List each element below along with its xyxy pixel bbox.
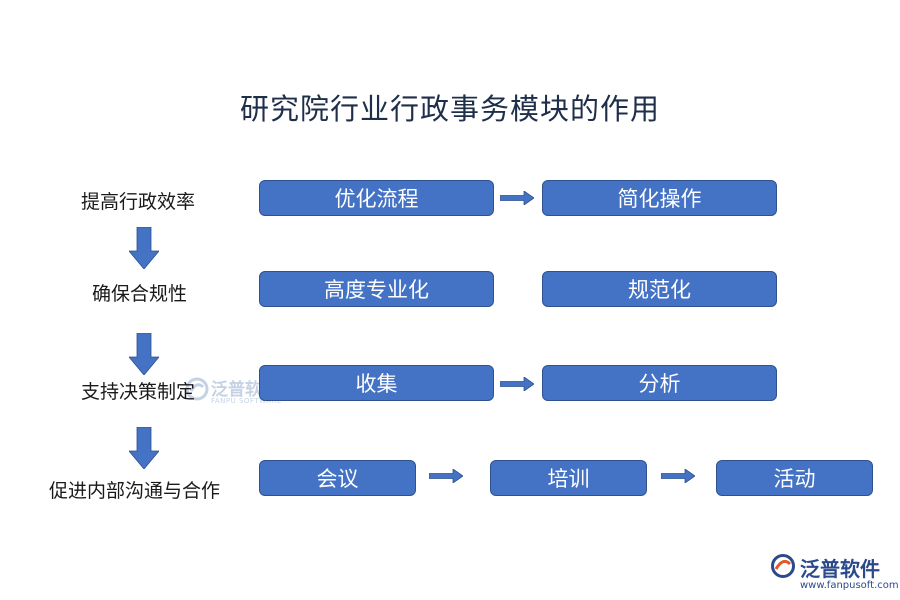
row-label-communication: 促进内部沟通与合作 bbox=[49, 480, 221, 502]
down-arrow-icon bbox=[129, 227, 159, 269]
brand-url: www.fanpusoft.com bbox=[800, 580, 899, 591]
brand-name: 泛普软件 bbox=[800, 557, 880, 581]
watermark-subtext: FANPU SOFTWARE bbox=[211, 397, 282, 405]
box-meeting: 会议 bbox=[259, 460, 416, 496]
diagram-title: 研究院行业行政事务模块的作用 bbox=[239, 92, 660, 126]
box-analyze: 分析 bbox=[542, 365, 777, 401]
box-training: 培训 bbox=[490, 460, 647, 496]
box-activity: 活动 bbox=[716, 460, 873, 496]
fanpu-logo-icon bbox=[185, 377, 209, 401]
down-arrow-icon bbox=[129, 333, 159, 375]
right-arrow-icon bbox=[429, 469, 463, 483]
row-label-compliance: 确保合规性 bbox=[92, 283, 188, 305]
row-label-decision-support: 支持决策制定 bbox=[81, 381, 196, 403]
row-label-efficiency: 提高行政效率 bbox=[81, 191, 196, 213]
watermark-text: 泛普软 bbox=[211, 380, 262, 400]
right-arrow-icon bbox=[500, 377, 534, 391]
fanpu-logo-icon bbox=[771, 554, 795, 578]
down-arrow-icon bbox=[129, 427, 159, 469]
box-optimize-process: 优化流程 bbox=[259, 180, 494, 216]
box-simplify-operation: 简化操作 bbox=[542, 180, 777, 216]
box-high-specialization: 高度专业化 bbox=[259, 271, 494, 307]
box-standardization: 规范化 bbox=[542, 271, 777, 307]
right-arrow-icon bbox=[500, 191, 534, 205]
right-arrow-icon bbox=[661, 469, 695, 483]
box-collect: 收集 bbox=[259, 365, 494, 401]
